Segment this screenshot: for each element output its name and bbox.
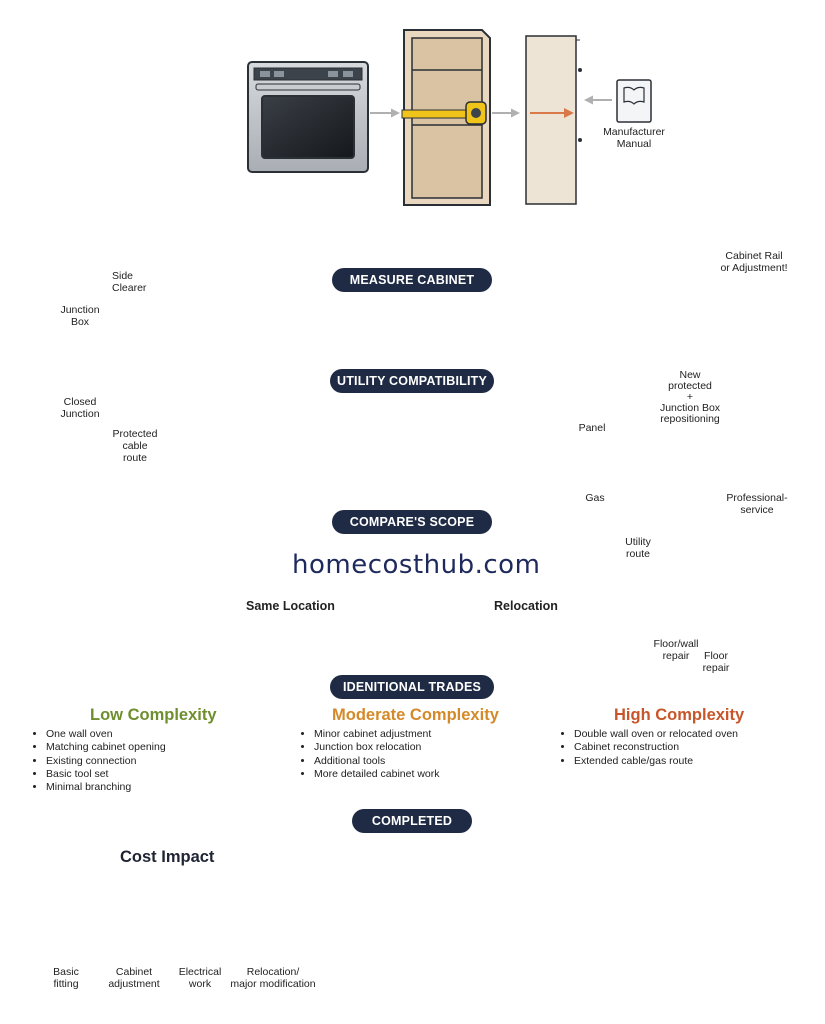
label-protected-cable: Protected cable route: [112, 428, 158, 464]
cost-label-relocation: Relocation/ major modification: [230, 966, 316, 990]
low-item: One wall oven: [46, 728, 196, 741]
measuring-tape-icon: [401, 101, 487, 125]
label-closed-junction: Closed Junction: [60, 396, 100, 420]
low-item: Basic tool set: [46, 768, 196, 781]
label-gas: Gas: [585, 492, 605, 504]
node-compare-scope: COMPARE'S SCOPE: [332, 510, 492, 534]
label-new-protected: New protected + Junction Box repositioni…: [659, 369, 721, 425]
low-complexity-title: Low Complexity: [90, 706, 217, 724]
wall-oven-icon: [247, 61, 369, 173]
label-professional-service: Professional- service: [726, 492, 788, 516]
label-cabinet-rail: Cabinet Rail or Adjustment!: [720, 250, 788, 274]
cost-label-cabinet: Cabinet adjustment: [108, 966, 160, 990]
low-item: Matching cabinet opening: [46, 741, 196, 754]
label-floor-repair: Floor repair: [702, 650, 730, 674]
cabinet-side-panel-icon: [525, 35, 582, 205]
high-complexity-title: High Complexity: [614, 706, 745, 724]
moderate-complexity-list: Minor cabinet adjustmentJunction box rel…: [302, 728, 464, 781]
node-identional-trades: IDENITIONAL TRADES: [330, 675, 494, 699]
mod-item: Additional tools: [314, 755, 464, 768]
mod-item: More detailed cabinet work: [314, 768, 464, 781]
label-floor-wall-repair: Floor/wall repair: [653, 638, 699, 662]
watermark: homecosthub.com: [292, 550, 541, 580]
high-item: Cabinet reconstruction: [574, 741, 774, 754]
cost-impact-title: Cost Impact: [120, 848, 215, 866]
label-utility-route: Utility route: [625, 536, 651, 560]
moderate-complexity-title: Moderate Complexity: [332, 706, 499, 724]
high-complexity-list: Double wall oven or relocated ovenCabine…: [562, 728, 774, 768]
mod-item: Minor cabinet adjustment: [314, 728, 464, 741]
low-item: Existing connection: [46, 755, 196, 768]
high-item: Extended cable/gas route: [574, 755, 774, 768]
label-panel: Panel: [578, 422, 606, 434]
label-junction-box: Junction Box: [60, 304, 100, 328]
label-manufacturer-manual: Manufacturer Manual: [603, 126, 665, 150]
low-complexity-list: One wall ovenMatching cabinet openingExi…: [34, 728, 196, 794]
node-measure-cabinet: MEASURE CABINET: [332, 268, 492, 292]
label-same-location: Same Location: [246, 599, 335, 613]
mod-item: Junction box relocation: [314, 741, 464, 754]
node-utility-compatibility: UTILITY COMPATIBILITY: [330, 369, 494, 393]
high-item: Double wall oven or relocated oven: [574, 728, 774, 741]
low-item: Minimal branching: [46, 781, 196, 794]
cost-label-basic: Basic fitting: [53, 966, 79, 990]
label-side-clearer: Side Clearer: [112, 270, 147, 294]
manual-book-icon: [616, 79, 652, 123]
cost-label-electrical: Electrical work: [178, 966, 222, 990]
node-completed: COMPLETED: [352, 809, 472, 833]
label-relocation: Relocation: [494, 599, 558, 613]
